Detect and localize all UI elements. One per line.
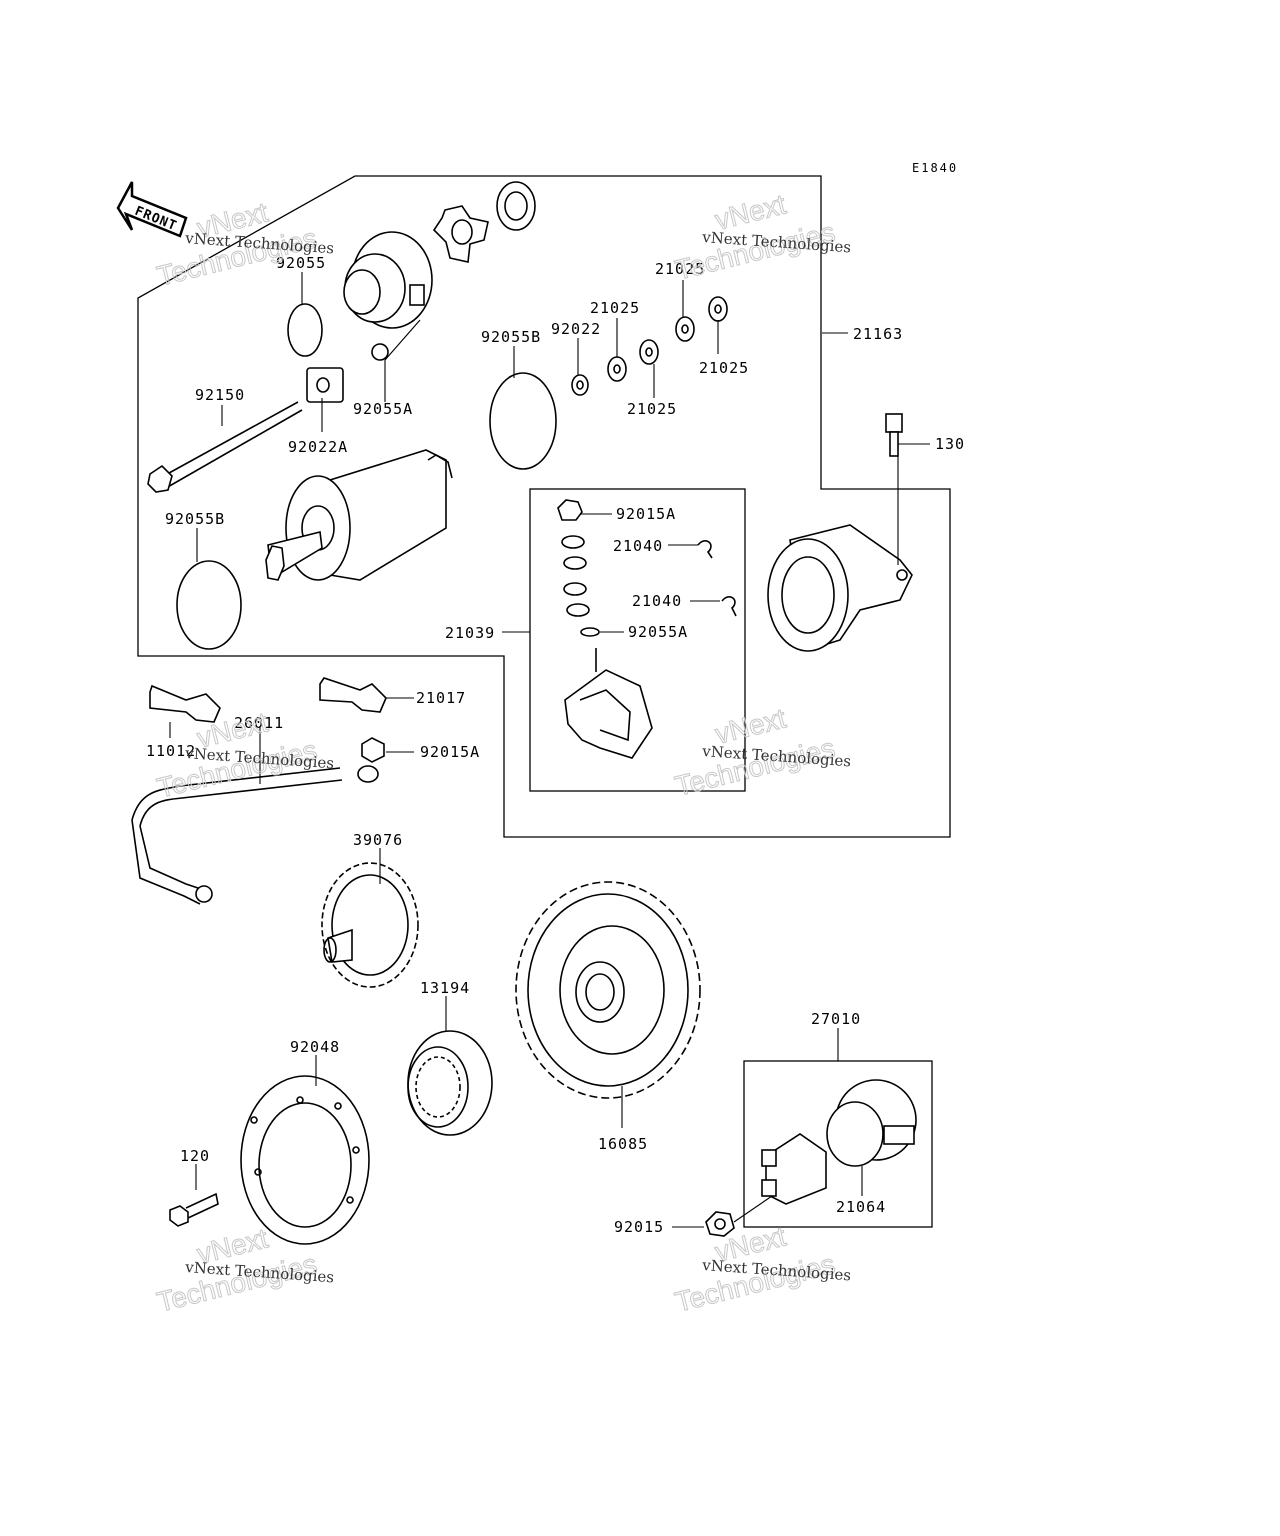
bolt-130 xyxy=(885,413,903,457)
starter-relay xyxy=(761,1133,827,1205)
idle-gear-39076 xyxy=(321,862,419,988)
one-way-clutch-13194 xyxy=(407,1030,493,1136)
brush-spring-21040-a xyxy=(697,540,713,559)
o-ring-92055 xyxy=(287,303,323,357)
label-21039: 21039 xyxy=(445,624,495,642)
o-ring-92055a-top xyxy=(371,343,389,361)
bolt-92150 xyxy=(147,401,303,493)
assembly-outline-21039 xyxy=(529,488,746,792)
watermark-top-left: vNext Technologies vNext Technologies xyxy=(153,196,334,292)
label-21040-a: 21040 xyxy=(613,537,663,555)
starter-clutch-gear-16085 xyxy=(515,881,701,1099)
label-21025-b: 21025 xyxy=(655,260,705,278)
bolt-120 xyxy=(169,1192,219,1227)
label-21017: 21017 xyxy=(416,689,466,707)
label-130: 130 xyxy=(935,435,965,453)
watermark-bottom-right: vNext Technologies vNext Technologies xyxy=(671,1220,851,1318)
label-92150: 92150 xyxy=(195,386,245,404)
label-27010: 27010 xyxy=(811,1010,861,1028)
diagram-code: E1840 xyxy=(912,161,958,175)
shim-washers-21025 xyxy=(571,296,728,396)
starter-yoke-housing xyxy=(767,524,913,652)
plate-92022a xyxy=(306,367,344,403)
watermark-top-right: vNext Technologies vNext Technologies xyxy=(671,188,851,286)
part-number-labels: 92055 92055A 92022A 92150 92055B 92055B … xyxy=(146,254,965,1236)
label-120: 120 xyxy=(180,1147,210,1165)
front-arrow-icon: FRONT xyxy=(116,181,188,238)
label-21025-d: 21025 xyxy=(699,359,749,377)
washer-top xyxy=(496,181,536,231)
label-21025-c: 21025 xyxy=(627,400,677,418)
label-92015: 92015 xyxy=(614,1218,664,1236)
label-92055b-mid: 92055B xyxy=(481,328,541,346)
label-26011: 26011 xyxy=(234,714,284,732)
terminal-cap-11012 xyxy=(149,684,221,723)
o-ring-92055b-left xyxy=(176,560,242,650)
nut-92015a-mid xyxy=(361,737,385,763)
label-21163: 21163 xyxy=(853,325,903,343)
label-21064: 21064 xyxy=(836,1198,886,1216)
watermark-mid-right: vNext Technologies vNext Technologies xyxy=(671,702,851,802)
label-21040-b: 21040 xyxy=(632,592,682,610)
label-92055a-mid: 92055A xyxy=(628,623,688,641)
brush-holder-group xyxy=(557,499,653,759)
assembly-outline-21163 xyxy=(137,175,951,838)
starter-cable-26011 xyxy=(131,765,379,905)
label-16085: 16085 xyxy=(598,1135,648,1153)
label-92015a-mid: 92015A xyxy=(420,743,480,761)
flange-92048 xyxy=(240,1075,370,1245)
label-92055: 92055 xyxy=(276,254,326,272)
label-11012: 11012 xyxy=(146,742,196,760)
label-92022a: 92022A xyxy=(288,438,348,456)
relay-cover-21064 xyxy=(826,1079,917,1167)
nut-92015 xyxy=(705,1211,735,1237)
lock-washer xyxy=(432,205,489,263)
label-92015a-top: 92015A xyxy=(616,505,676,523)
label-13194: 13194 xyxy=(420,979,470,997)
label-92022: 92022 xyxy=(551,320,601,338)
label-21025-a: 21025 xyxy=(590,299,640,317)
label-39076: 39076 xyxy=(353,831,403,849)
brush-spring-21040-b xyxy=(721,596,737,617)
starter-end-cover xyxy=(343,231,433,329)
starter-motor-body xyxy=(265,449,453,581)
o-ring-92055b-mid xyxy=(489,372,557,470)
label-92055a-top: 92055A xyxy=(353,400,413,418)
label-92048: 92048 xyxy=(290,1038,340,1056)
leader-lines xyxy=(169,272,930,1228)
terminal-cap-21017 xyxy=(319,677,387,713)
label-92055b-left: 92055B xyxy=(165,510,225,528)
